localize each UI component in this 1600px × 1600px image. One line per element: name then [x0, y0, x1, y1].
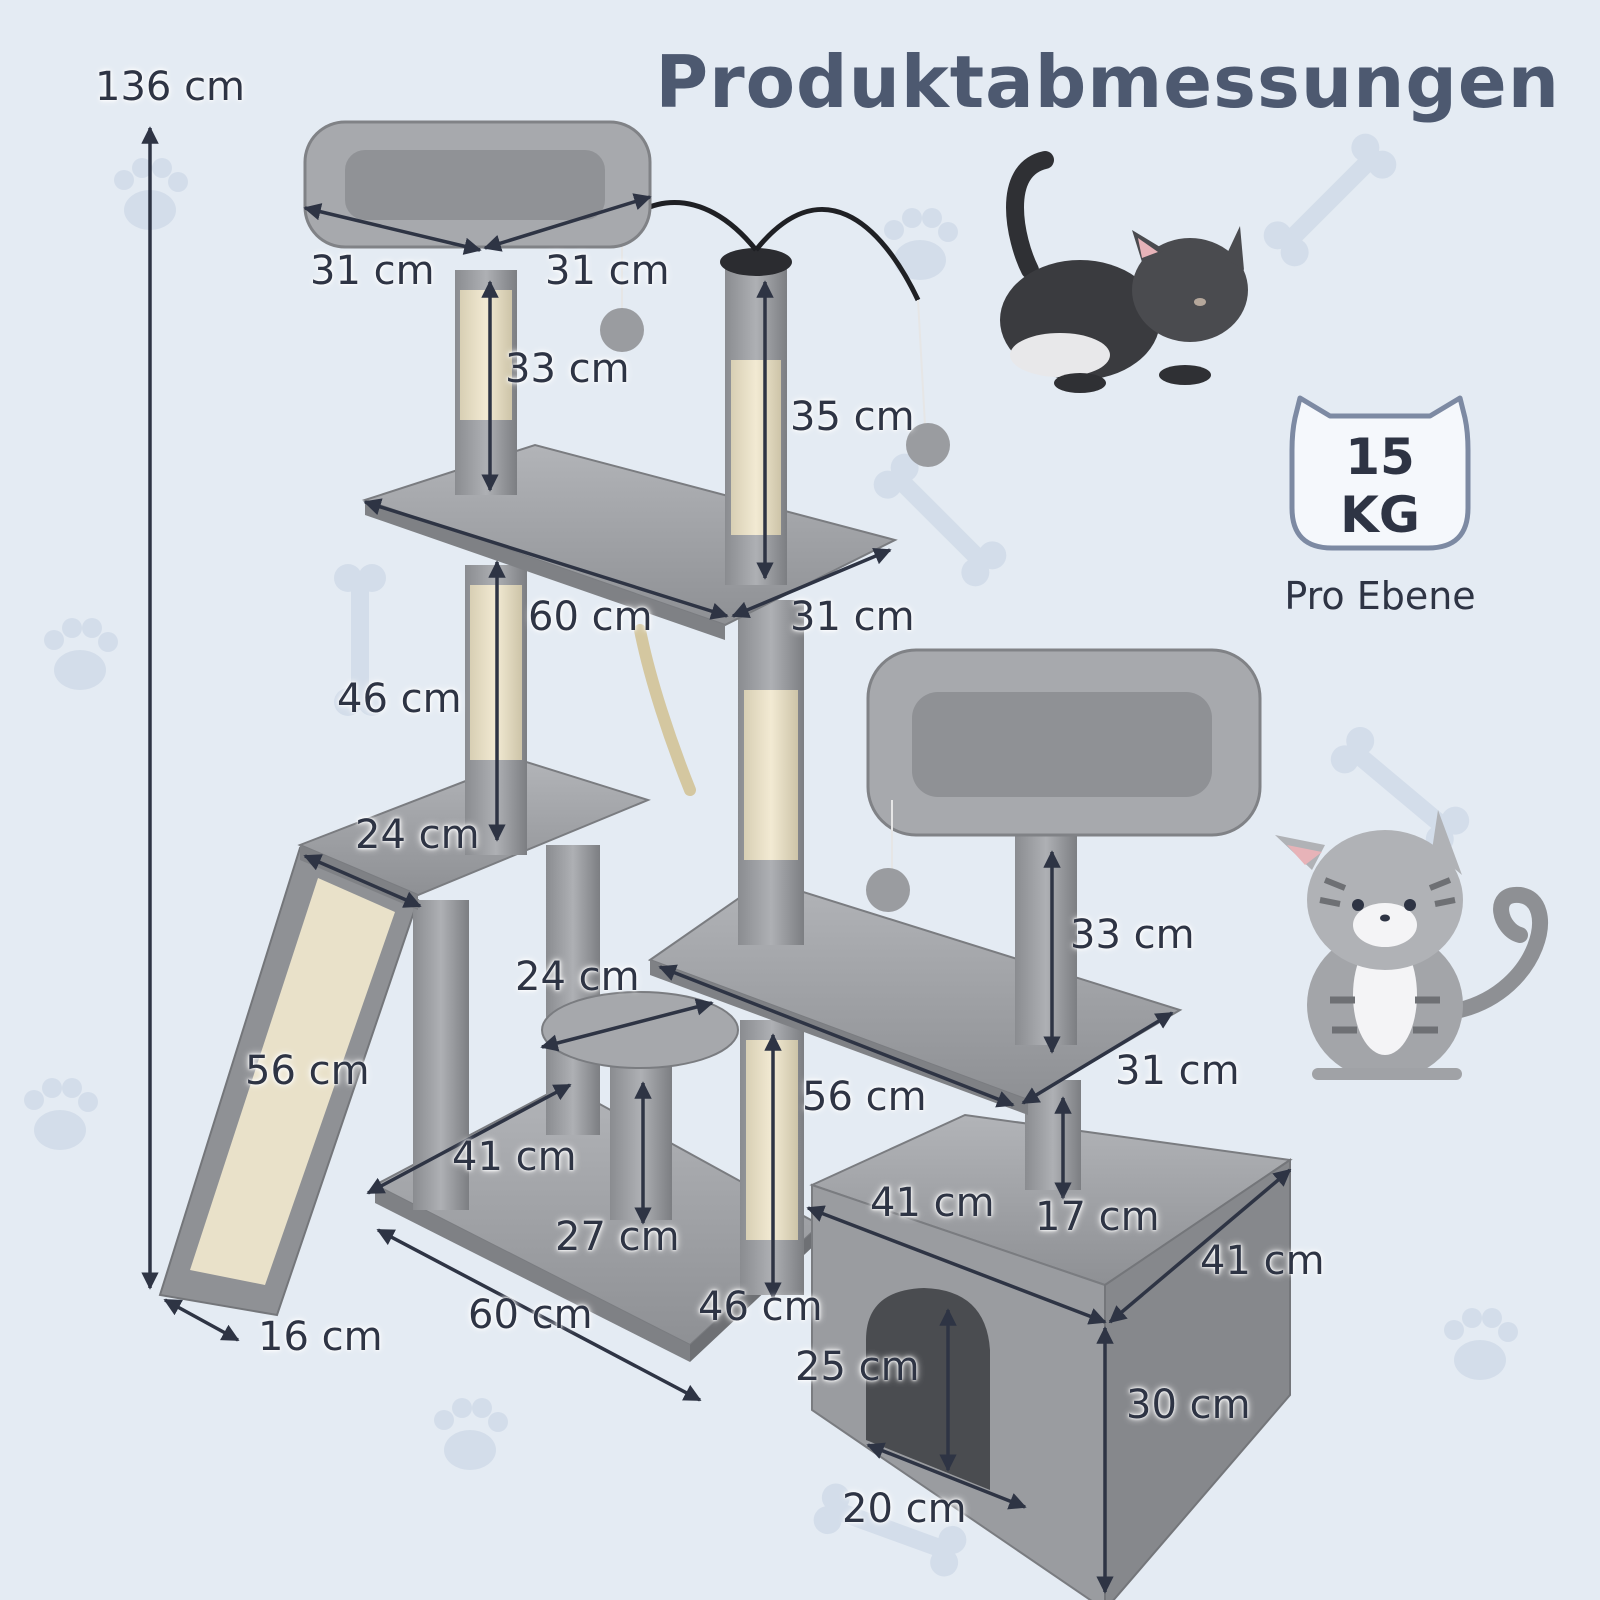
label-top-perch-depth: 31 cm [545, 248, 670, 294]
load-capacity-badge [1289, 395, 1471, 551]
tabby-cat-illustration [1275, 810, 1548, 1080]
bone-icon [873, 453, 1007, 587]
bone-icon [813, 1483, 967, 1577]
label-upper-platform-depth: 31 cm [790, 594, 915, 640]
label-left-post: 46 cm [337, 676, 462, 722]
arrow-top-perch-width [303, 203, 482, 255]
paw-print-icon [434, 1398, 508, 1470]
paw-print-icon [44, 618, 118, 690]
arrow-top-perch-depth [483, 193, 652, 252]
label-condo-height: 30 cm [1126, 1382, 1251, 1428]
label-top-post: 33 cm [505, 346, 630, 392]
dimension-arrows [141, 126, 1292, 1594]
label-small-step-post: 27 cm [555, 1214, 680, 1260]
label-small-step-diameter: 24 cm [515, 954, 640, 1000]
label-top-perch-width: 31 cm [310, 248, 435, 294]
condo-door [866, 1288, 990, 1490]
arrow-door-width [866, 1442, 1027, 1510]
label-base-depth: 41 cm [452, 1134, 577, 1180]
page-title: Produktabmessungen [655, 40, 1560, 124]
arrow-ramp-width [163, 1298, 240, 1342]
label-condo-depth: 41 cm [1200, 1238, 1325, 1284]
pompom-toy [906, 423, 950, 467]
small-step-post [610, 1045, 672, 1220]
label-upper-platform-length: 60 cm [528, 594, 653, 640]
arrow-middle-platform-depth [1021, 1011, 1174, 1105]
pompom-toy [600, 308, 644, 352]
label-middle-platform-depth: 31 cm [1115, 1048, 1240, 1094]
label-condo-post: 17 cm [1035, 1194, 1160, 1240]
label-ramp-width: 16 cm [258, 1314, 383, 1360]
arrow-upper-platform-depth [731, 548, 892, 618]
background-decoration [24, 133, 1518, 1577]
label-door-height: 25 cm [795, 1344, 920, 1390]
arrow-left-step-depth [303, 854, 422, 908]
black-cat-illustration [1000, 151, 1248, 393]
arrow-condo-depth [1108, 1168, 1292, 1324]
label-middle-platform-length: 56 cm [802, 1074, 927, 1120]
label-left-step-depth: 24 cm [355, 812, 480, 858]
label-toy-post: 35 cm [790, 394, 915, 440]
hanging-rope [634, 624, 696, 796]
right-perch-post [1015, 820, 1077, 1045]
label-condo-width: 41 cm [870, 1180, 995, 1226]
arrow-base-depth [366, 1083, 572, 1195]
label-door-width: 20 cm [842, 1486, 967, 1532]
label-center-post-lower: 46 cm [698, 1284, 823, 1330]
badge-weight-value: 15 [1345, 428, 1415, 486]
paw-print-icon [884, 208, 958, 280]
label-right-perch-post: 33 cm [1070, 912, 1195, 958]
label-ramp-length: 56 cm [245, 1048, 370, 1094]
label-total-height: 136 cm [95, 64, 246, 110]
arrow-upper-platform-length [363, 498, 729, 620]
bone-icon [1263, 133, 1397, 267]
arrow-middle-platform-length [658, 964, 1015, 1108]
badge-caption: Pro Ebene [1284, 574, 1476, 618]
pompom-toy [866, 868, 910, 912]
badge-weight-unit: KG [1340, 486, 1420, 544]
arrow-condo-width [806, 1205, 1107, 1325]
label-base-length: 60 cm [468, 1292, 593, 1338]
ramp-sisal [190, 878, 395, 1285]
paw-print-icon [24, 1078, 98, 1150]
arrow-base-length [376, 1228, 702, 1402]
paw-print-icon [1444, 1308, 1518, 1380]
